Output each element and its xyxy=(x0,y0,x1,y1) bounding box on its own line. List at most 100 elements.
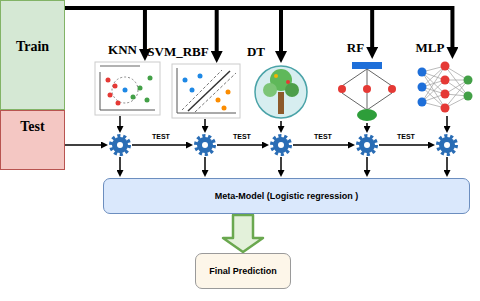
prediction-arrow xyxy=(366,157,368,170)
dot xyxy=(108,93,113,98)
axis xyxy=(177,68,178,113)
training-arrow xyxy=(65,8,452,47)
model-picture: RF xyxy=(330,60,405,122)
model-picture: DT xyxy=(255,64,307,120)
box-label: Meta-Model (Logistic regression ) xyxy=(215,191,359,202)
margin-line xyxy=(182,70,222,110)
flow-arrow xyxy=(366,123,368,126)
test-arrow xyxy=(217,144,262,146)
mlp-picture xyxy=(418,62,473,113)
model-name: RF xyxy=(347,40,364,56)
vote-ellipse xyxy=(357,109,377,121)
dot xyxy=(116,101,121,106)
input-neuron xyxy=(418,68,427,77)
test-arrow xyxy=(132,144,186,146)
dot xyxy=(113,84,118,89)
branch xyxy=(367,69,392,86)
hidden-neuron xyxy=(441,76,450,85)
branch xyxy=(367,93,368,110)
dot xyxy=(131,95,136,100)
flow-arrow xyxy=(446,116,448,126)
dt-picture xyxy=(255,66,307,118)
gear-icon xyxy=(272,136,290,154)
model-name: SVM_RBF xyxy=(147,44,208,60)
picture-frame xyxy=(95,62,160,115)
knn-picture xyxy=(95,62,160,115)
picture-disc xyxy=(255,66,307,118)
prediction-arrow xyxy=(446,157,448,170)
hidden-neuron xyxy=(441,62,450,71)
dot xyxy=(145,98,150,103)
test-box: Test xyxy=(0,110,65,170)
input-neuron xyxy=(418,83,427,92)
model-name: DT xyxy=(247,44,265,60)
fruit xyxy=(286,80,290,84)
tree-crown xyxy=(285,83,299,97)
dot xyxy=(226,90,231,95)
dot xyxy=(148,76,153,81)
gear-icon xyxy=(438,136,456,154)
dot xyxy=(183,78,188,83)
branch xyxy=(367,69,368,86)
rf-picture xyxy=(338,62,396,121)
fruit xyxy=(274,74,278,78)
gear-icon xyxy=(196,136,214,154)
neighbour-ring xyxy=(112,77,138,103)
prediction-arrow xyxy=(204,157,206,170)
meta-model-box: Meta-Model (Logistic regression ) xyxy=(103,178,470,214)
dot xyxy=(216,98,221,103)
final-prediction-box: Final Prediction xyxy=(195,253,291,289)
gear-icon xyxy=(358,136,376,154)
input-neuron xyxy=(418,98,427,107)
dot xyxy=(190,88,195,93)
train-box: Train xyxy=(0,0,65,110)
picture-frame xyxy=(172,64,240,118)
model-picture: KNN xyxy=(95,62,160,115)
box-label: Final Prediction xyxy=(209,266,277,277)
branch xyxy=(367,93,392,110)
training-arrow xyxy=(65,8,372,47)
dot xyxy=(138,86,143,91)
branch xyxy=(342,69,367,86)
prediction-arrow xyxy=(280,157,282,170)
branch xyxy=(342,93,367,110)
title-bar xyxy=(100,65,140,67)
test-arrow xyxy=(65,144,101,146)
dot xyxy=(106,78,111,83)
dot xyxy=(222,106,227,111)
test-arrow xyxy=(293,144,348,146)
weight xyxy=(422,80,445,102)
box-label: Test xyxy=(20,118,44,135)
flow-label: TEST xyxy=(396,132,416,141)
model-picture: MLP xyxy=(415,60,475,115)
hidden-neuron xyxy=(441,104,450,113)
axis xyxy=(177,113,236,114)
dot xyxy=(123,88,128,93)
tree-trunk xyxy=(278,92,284,114)
block-arrow xyxy=(223,215,263,252)
margin-line xyxy=(195,73,236,112)
axis xyxy=(100,72,101,110)
output-neuron xyxy=(464,92,473,101)
prediction-arrow xyxy=(119,157,121,170)
flow-arrow xyxy=(119,116,121,126)
hyperplane xyxy=(188,71,230,111)
box-label: Train xyxy=(16,38,49,55)
flow-arrow xyxy=(204,119,206,126)
flow-label: TEST xyxy=(232,132,252,141)
dot xyxy=(198,74,203,79)
leaf xyxy=(388,85,396,93)
hidden-neuron xyxy=(441,90,450,99)
tree-crown xyxy=(263,83,277,97)
leaf xyxy=(338,85,346,93)
gear-icon xyxy=(111,136,129,154)
flow-label: TEST xyxy=(313,132,333,141)
output-neuron xyxy=(464,76,473,85)
model-name: KNN xyxy=(108,42,137,58)
leaf xyxy=(363,85,371,93)
test-arrow xyxy=(379,144,428,146)
svm-picture xyxy=(172,64,240,118)
root-block xyxy=(352,62,382,69)
model-picture: SVM_RBF xyxy=(172,64,240,118)
